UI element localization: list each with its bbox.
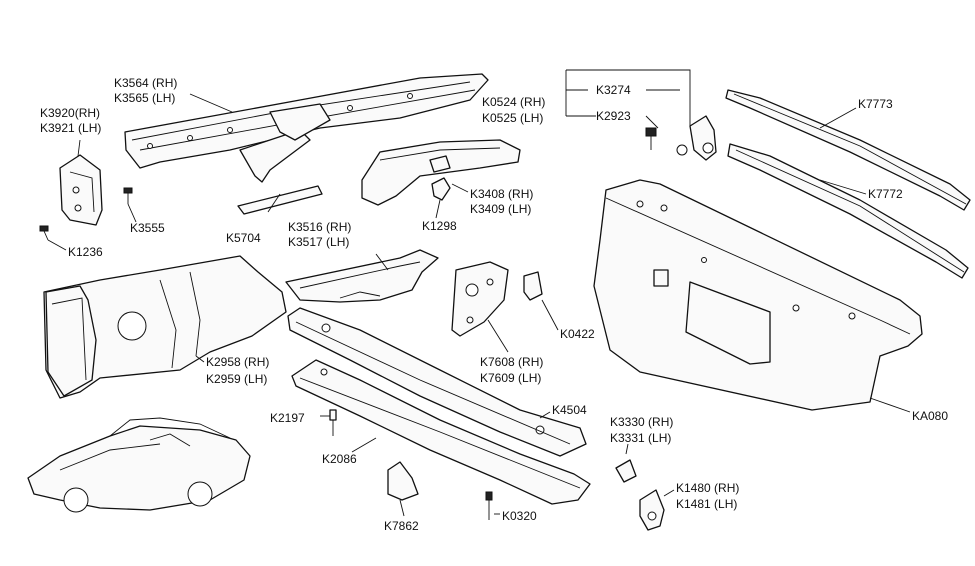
label-k1480: K1480 (RH)	[676, 481, 739, 495]
duct-bracket-part	[361, 139, 521, 206]
label-k4504: K4504	[552, 403, 587, 417]
screw-k1236-part	[39, 225, 49, 241]
label-k3555: K3555	[130, 221, 165, 235]
part-labels: K3564 (RH) K3565 (LH) K3920(RH) K3921 (L…	[40, 76, 948, 533]
clip-k2197-part	[329, 409, 337, 436]
latch-assembly-part	[645, 115, 717, 161]
block-k0422-part	[523, 271, 543, 301]
leader-lines	[47, 69, 911, 517]
label-k3274: K3274	[596, 83, 631, 97]
side-bracket-part	[59, 154, 103, 226]
label-k3920: K3920(RH)	[40, 106, 100, 120]
label-k3330: K3330 (RH)	[610, 415, 673, 429]
label-k2959: K2959 (LH)	[206, 372, 267, 386]
label-k7772: K7772	[868, 187, 903, 201]
quarter-rail-part	[124, 73, 489, 183]
trim-strip-part	[237, 185, 323, 215]
hinge-plate-part	[451, 261, 509, 337]
label-k3409: K3409 (LH)	[470, 202, 531, 216]
label-k1298: K1298	[422, 219, 457, 233]
label-k1236: K1236	[68, 245, 103, 259]
label-k7608: K7608 (RH)	[480, 355, 543, 369]
label-k0320: K0320	[502, 509, 537, 523]
bumper-k3330-part	[615, 459, 637, 483]
label-k2958: K2958 (RH)	[206, 355, 269, 369]
label-k7862: K7862	[384, 519, 419, 533]
screw-k3555-part	[123, 187, 133, 204]
clip-k0320-part	[485, 491, 493, 520]
label-k7773: K7773	[858, 97, 893, 111]
rear-panel-part	[593, 179, 923, 411]
label-k2086: K2086	[322, 452, 357, 466]
lower-crossmember-part	[291, 359, 591, 505]
label-k0524: K0524 (RH)	[482, 95, 545, 109]
wheelhouse-panel-part	[43, 255, 287, 399]
bracket-k1480-part	[639, 489, 665, 531]
label-k3331: K3331 (LH)	[610, 431, 671, 445]
label-k1481: K1481 (LH)	[676, 497, 737, 511]
inner-panel-part	[285, 249, 439, 303]
label-k7609: K7609 (LH)	[480, 371, 541, 385]
label-k3565: K3565 (LH)	[114, 91, 175, 105]
seal-strip-k7772-part	[727, 143, 969, 279]
label-ka080: KA080	[912, 409, 948, 423]
label-k3517: K3517 (LH)	[288, 235, 349, 249]
convertible-car-illustration	[27, 417, 251, 513]
label-k2197: K2197	[270, 411, 305, 425]
label-k3408: K3408 (RH)	[470, 187, 533, 201]
clip-k1298-part	[431, 177, 451, 201]
label-k2923: K2923	[596, 109, 631, 123]
upper-crossmember-part	[287, 307, 587, 457]
label-k5704: K5704	[226, 231, 261, 245]
label-k0525: K0525 (LH)	[482, 111, 543, 125]
seal-strip-k7773-part	[725, 89, 971, 211]
label-k3921: K3921 (LH)	[40, 121, 101, 135]
bracket-k7862-part	[387, 461, 419, 501]
label-k0422: K0422	[560, 327, 595, 341]
label-k3564: K3564 (RH)	[114, 76, 177, 90]
label-k3516: K3516 (RH)	[288, 220, 351, 234]
